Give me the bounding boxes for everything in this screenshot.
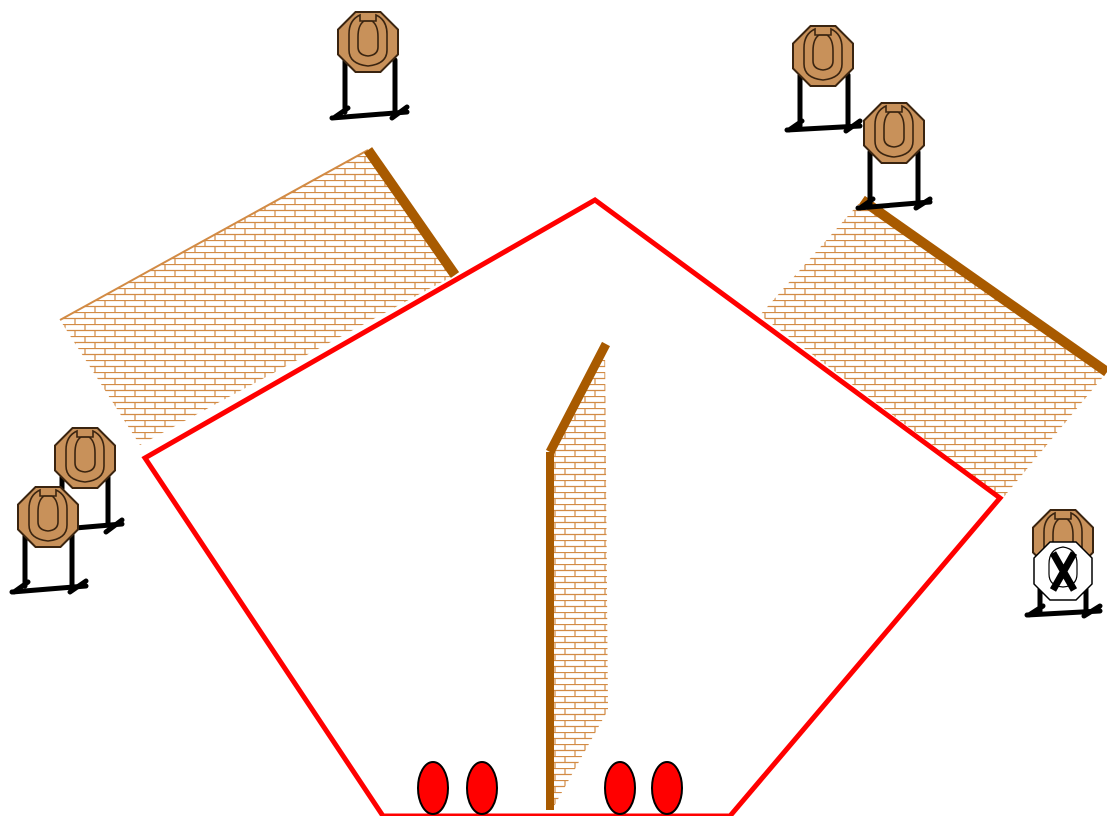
start-marker-1	[418, 762, 448, 814]
wall-center	[550, 344, 608, 810]
target-top-right-front	[858, 103, 930, 208]
target-right	[1027, 510, 1100, 616]
target-top-left	[332, 12, 407, 118]
target-left-front	[12, 487, 86, 592]
target-icon	[55, 428, 115, 488]
wall-upper-right	[760, 200, 1107, 498]
target-icon	[864, 103, 924, 163]
target-icon	[18, 487, 78, 547]
start-marker-4	[652, 762, 682, 814]
target-top-right-back	[787, 26, 860, 131]
target-icon	[338, 12, 398, 72]
wall-upper-left	[60, 150, 455, 445]
start-marker-2	[467, 762, 497, 814]
start-marker-3	[605, 762, 635, 814]
target-icon	[793, 26, 853, 86]
no-shoot-target	[1034, 542, 1092, 600]
